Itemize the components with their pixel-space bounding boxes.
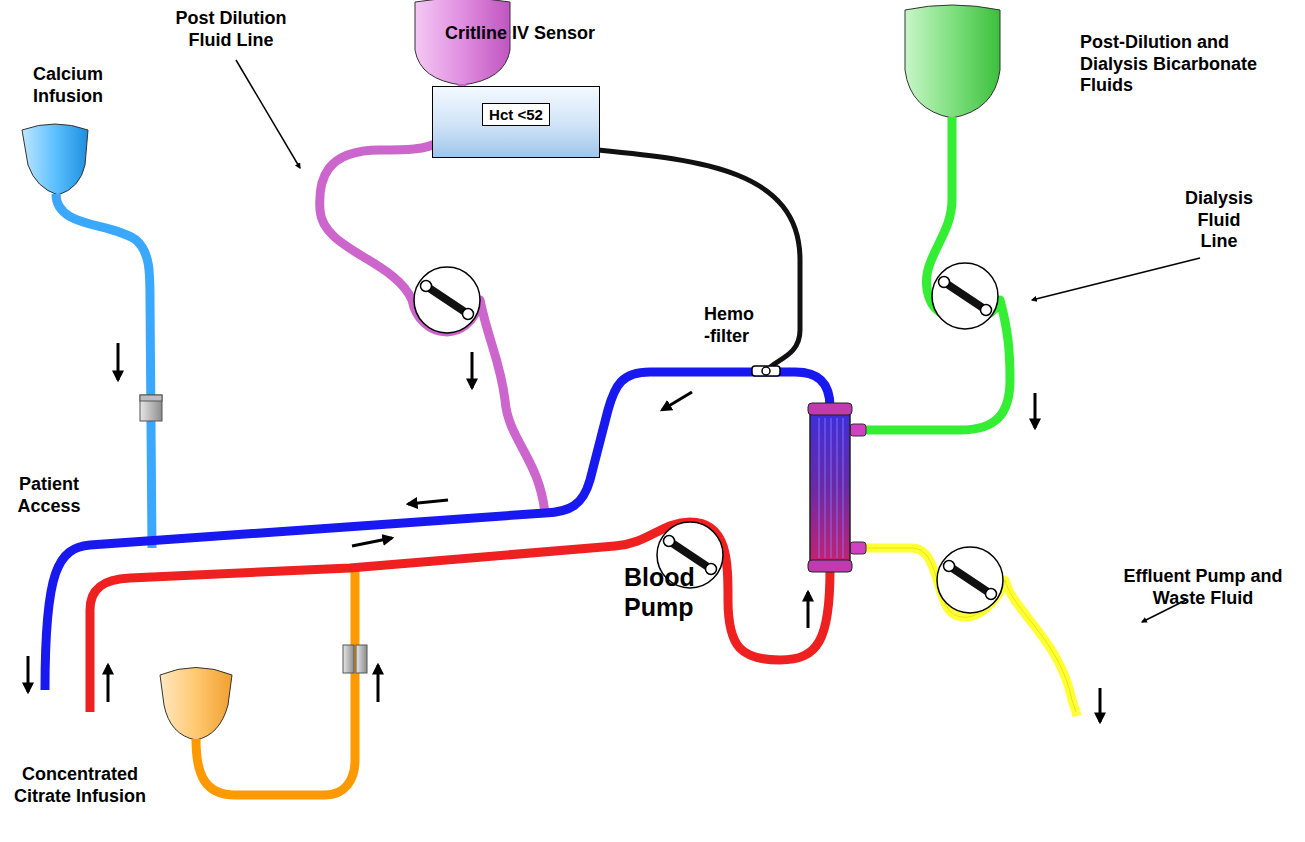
pump-label: Blood Pump [624,562,712,622]
filter-label: Hemo -filter [704,304,760,347]
roller-pumps [414,263,1003,613]
return-line [45,372,830,690]
calcium-bag [22,124,88,195]
sensor-cable [598,150,800,372]
bicarbonate-bag [905,5,1000,118]
hematocrit-readout: Hct <52 [482,103,550,126]
access-label: Patient Access [8,474,90,517]
access-line [90,522,830,712]
pump-label: Effluent Pump and Waste Fluid [1112,566,1294,609]
sensor-box: Critline IV SensorHct <52 [432,86,600,158]
calcium-line [56,194,152,548]
bag-label: Post-Dilution and Dialysis Bicarbonate F… [1080,32,1272,97]
sensor-name: Critline IV Sensor [445,23,595,44]
sensor-clip [752,366,780,376]
leader-arrows [236,60,1200,622]
hemofilter [808,403,866,572]
calcium-clamp [140,395,162,421]
bag-label: Concentrated Citrate Infusion [8,764,152,807]
citrate-line [196,567,355,795]
citrate-bag [160,668,232,741]
line-label: Post Dilution Fluid Line [168,8,294,51]
bag-label: Calcium Infusion [22,64,114,107]
dialysis-fluid-line [852,117,1010,430]
line-label: Dialysis Fluid Line [1178,188,1260,253]
citrate-clamp [343,645,367,673]
flow-arrows [28,343,1100,722]
effluent-line [852,548,1076,712]
